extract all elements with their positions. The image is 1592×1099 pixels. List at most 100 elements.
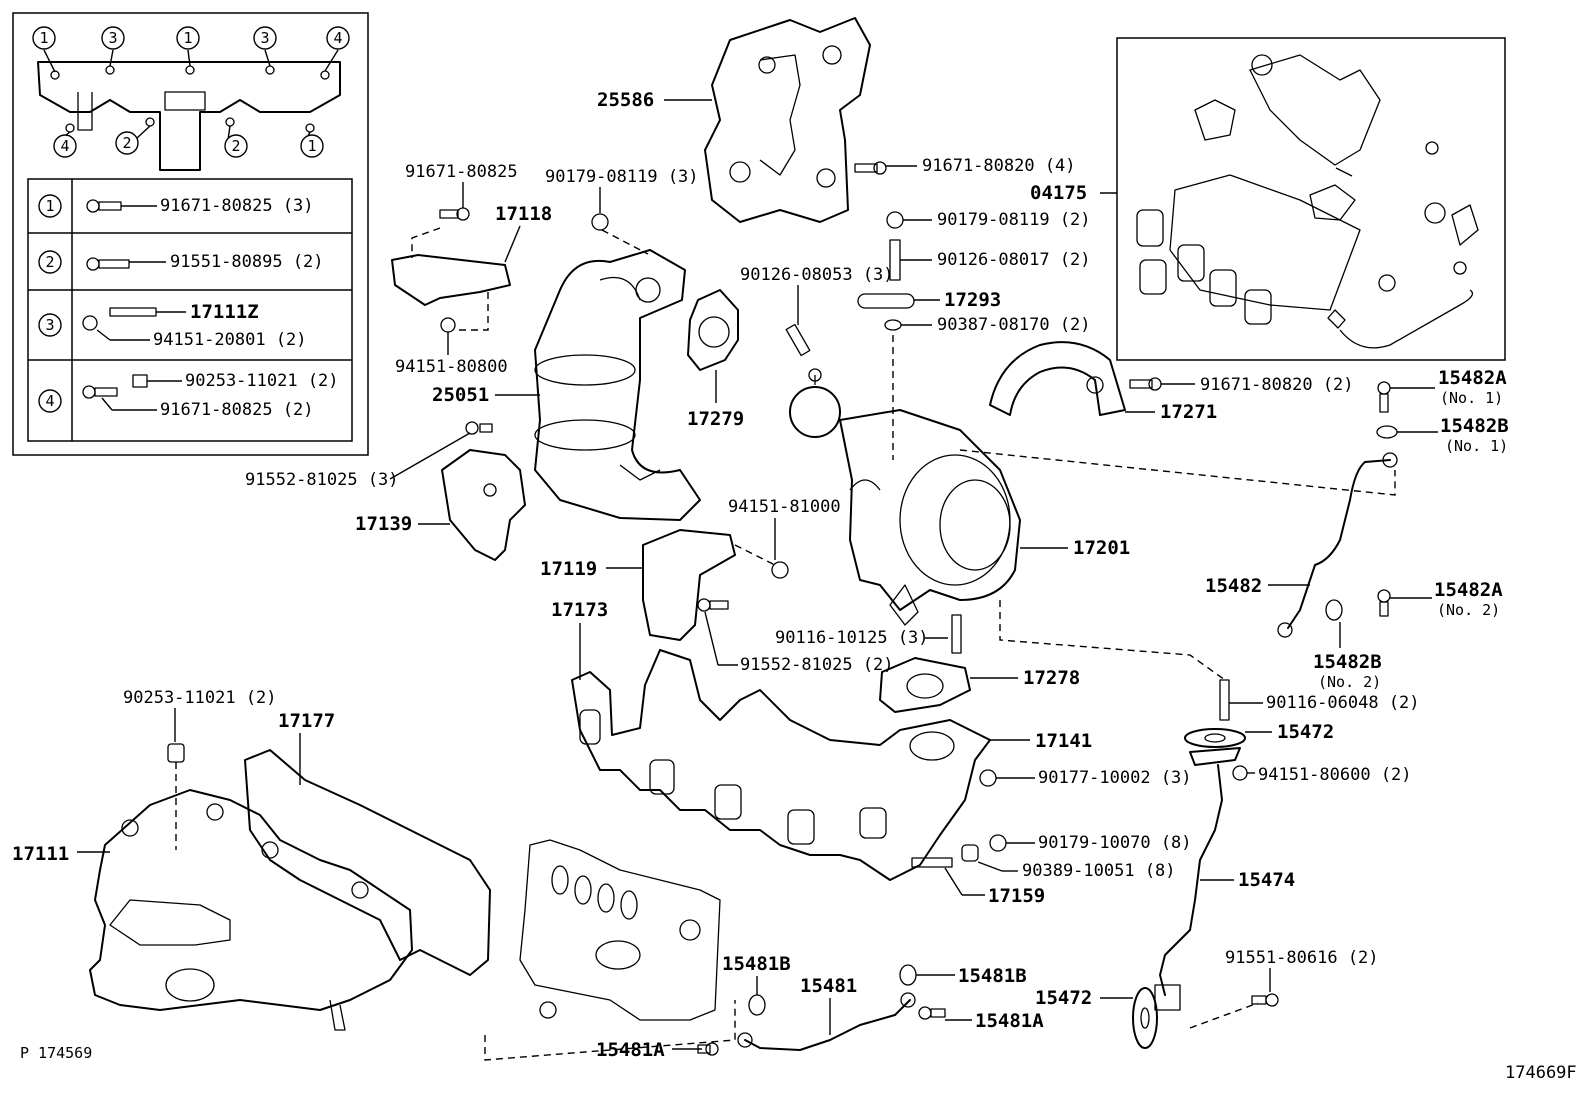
part-label-15472-bottom: 15472 [1035, 987, 1092, 1009]
part-label-94151-81000: 94151-81000 [728, 497, 841, 517]
part-label-17271: 17271 [1160, 401, 1217, 423]
bolt-icon [1377, 589, 1391, 617]
part-label-25586: 25586 [597, 89, 654, 111]
exhaust-manifold-17141 [571, 649, 991, 881]
legend-table [27, 178, 353, 442]
part-label-17293: 17293 [944, 289, 1001, 311]
stud-icon [1219, 679, 1230, 721]
diagram-code-right: 174669F [1505, 1063, 1577, 1083]
bolt-icon [86, 199, 122, 213]
bolt-icon [1251, 993, 1279, 1007]
gasket-17278 [879, 657, 971, 713]
legend-marker: 2 [231, 137, 240, 155]
bolt-icon [854, 161, 887, 175]
part-label-90116-10125-3: 90116-10125 (3) [775, 628, 929, 648]
collar-icon [132, 374, 148, 388]
part-label-15482A-no2: 15482A [1434, 579, 1503, 601]
part-label-17173: 17173 [551, 599, 608, 621]
part-label-17141: 17141 [1035, 730, 1092, 752]
part-label-90116-06048-2: 90116-06048 (2) [1266, 693, 1420, 713]
part-label-90126-08053-3: 90126-08053 (3) [740, 265, 894, 285]
part-label-15482A-no1-note: (No. 1) [1440, 389, 1503, 407]
gasket-icon [1325, 599, 1343, 621]
legend-marker: 2 [122, 134, 131, 152]
heat-insulator-25586 [704, 17, 871, 223]
legend-row-number: 1 [45, 197, 54, 215]
engine-block-section [484, 839, 736, 1061]
part-label-91671-80825: 91671-80825 [405, 162, 518, 182]
gasket-icon [748, 994, 766, 1016]
part-label-17119: 17119 [540, 558, 597, 580]
bracket-17139 [441, 449, 526, 561]
part-label-90253-11021-2: 90253-11021 (2) [123, 688, 277, 708]
legend-marker: 3 [108, 29, 117, 47]
gasket-icon [899, 964, 917, 986]
part-label-90179-08119-3: 90179-08119 (3) [545, 167, 699, 187]
legend-box: 1 3 1 3 4 4 2 2 1 1 91671-80825 (3) 2 [12, 12, 369, 456]
legend-part-number: 94151-20801 (2) [153, 330, 307, 350]
intake-gasket-17177 [244, 749, 491, 976]
legend-part-number: 91671-80825 (3) [160, 196, 314, 216]
part-label-15482B-no2: 15482B [1313, 651, 1382, 673]
legend-marker: 3 [260, 29, 269, 47]
nut-icon [591, 213, 609, 231]
plate-17293 [857, 293, 915, 309]
gasket-15472-bottom [1132, 987, 1158, 1049]
legend-part-number: 91551-80895 (2) [170, 252, 324, 272]
part-label-17111: 17111 [12, 843, 69, 865]
legend-part-number: 17111Z [190, 301, 259, 323]
part-label-94151-80600-2: 94151-80600 (2) [1258, 765, 1412, 785]
part-label-15482A-no2-note: (No. 2) [1437, 601, 1500, 619]
nut-icon [82, 315, 98, 331]
part-label-91671-80820-4: 91671-80820 (4) [922, 156, 1076, 176]
bolt-icon [918, 1006, 946, 1020]
part-label-17201: 17201 [1073, 537, 1130, 559]
part-label-15482A-no1: 15482A [1438, 367, 1507, 389]
legend-row-1: 1 91671-80825 (3) [38, 194, 314, 218]
oil-pipe-15482 [1277, 452, 1398, 638]
part-label-91551-80616-2: 91551-80616 (2) [1225, 948, 1379, 968]
bolt-icon [697, 598, 729, 612]
part-label-15481A-right: 15481A [975, 1010, 1044, 1032]
bolt-icon [1377, 381, 1391, 413]
nut-icon [771, 561, 789, 579]
part-label-15482B-no2-note: (No. 2) [1318, 673, 1381, 691]
part-label-17279: 17279 [687, 408, 744, 430]
legend-row-3: 3 17111Z 94151-20801 (2) [38, 301, 307, 350]
gasket-15472-top [1184, 728, 1246, 748]
washer-icon [884, 319, 902, 331]
part-label-91552-81025-2: 91552-81025 (2) [740, 655, 894, 675]
part-label-15472-top: 15472 [1277, 721, 1334, 743]
part-label-94151-80800: 94151-80800 [395, 357, 508, 377]
legend-row-number: 3 [45, 316, 54, 334]
nut-icon [440, 317, 456, 333]
gasket-17279 [687, 289, 739, 371]
oil-pipe-15481 [737, 992, 916, 1051]
part-label-90179-08119-2: 90179-08119 (2) [937, 210, 1091, 230]
nut-icon [979, 769, 997, 787]
part-label-15482B-no1: 15482B [1440, 415, 1509, 437]
part-label-15481A-left: 15481A [596, 1039, 665, 1061]
nut-icon [989, 834, 1007, 852]
part-label-90387-08170-2: 90387-08170 (2) [937, 315, 1091, 335]
stud-icon [951, 614, 962, 654]
nut-icon [886, 211, 904, 229]
gasket-icon [1376, 425, 1398, 439]
part-label-90126-08017-2: 90126-08017 (2) [937, 250, 1091, 270]
part-label-15482: 15482 [1205, 575, 1262, 597]
part-label-15482B-no1-note: (No. 1) [1445, 437, 1508, 455]
part-label-17118: 17118 [495, 203, 552, 225]
bolt-icon [82, 385, 118, 399]
legend-part-number: 91671-80825 (2) [160, 400, 314, 420]
legend-marker: 1 [307, 137, 316, 155]
part-label-25051: 25051 [432, 384, 489, 406]
part-label-04175: 04175 [1030, 182, 1087, 204]
intake-manifold-17111 [89, 789, 413, 1031]
gasket-kit-inset [1116, 37, 1506, 361]
diagram-code-left: P 174569 [20, 1044, 92, 1062]
stud-icon [785, 323, 811, 357]
legend-marker: 4 [333, 29, 342, 47]
bracket-17118 [391, 254, 511, 306]
bolt-icon [439, 207, 470, 221]
